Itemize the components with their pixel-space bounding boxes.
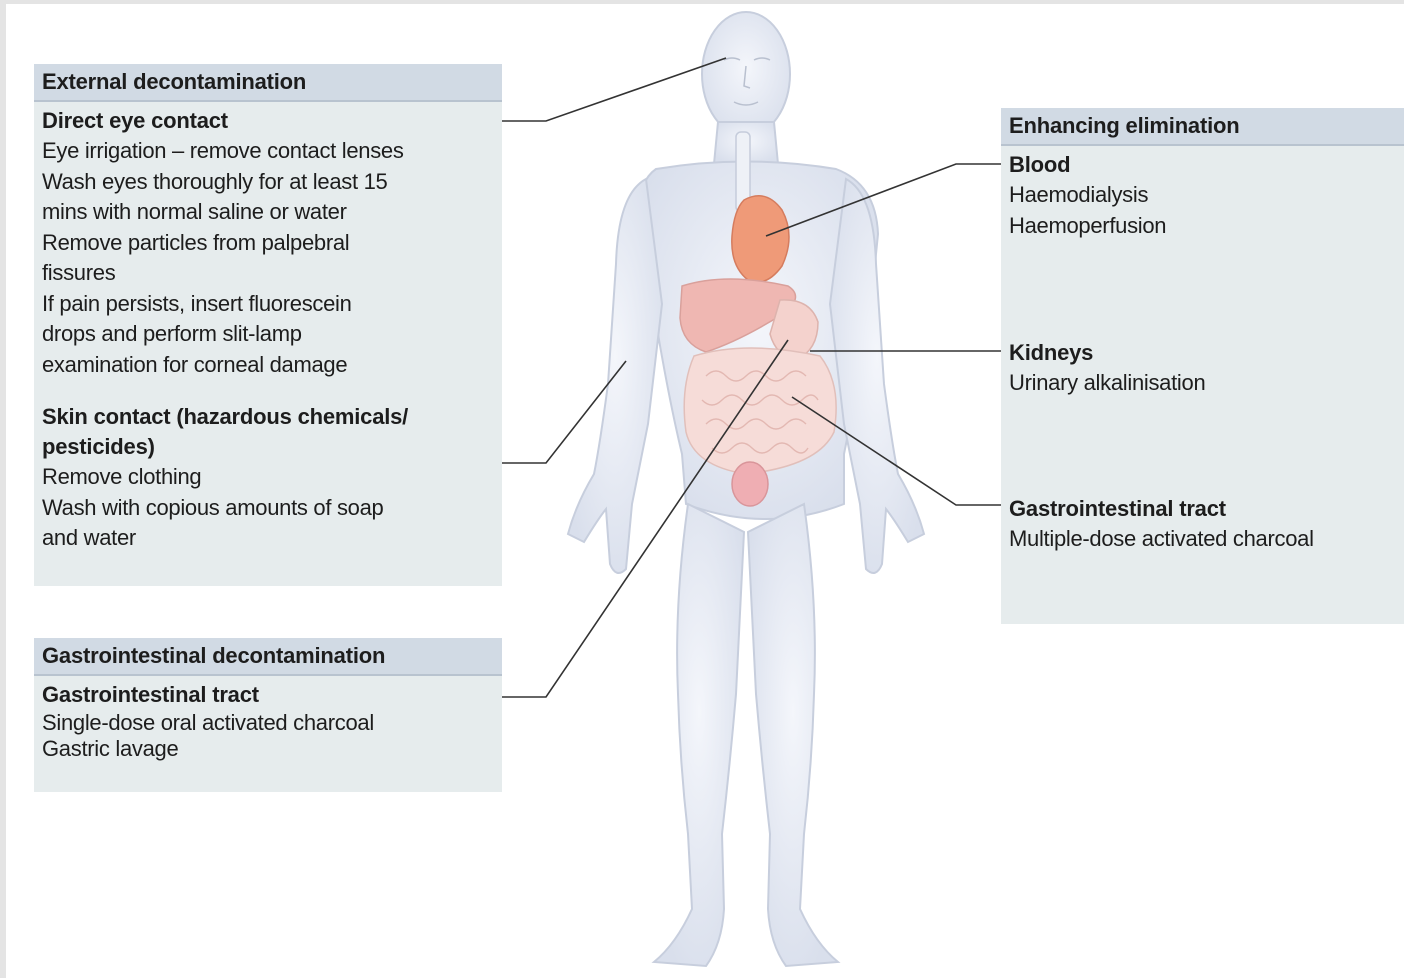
kidneys-section: Kidneys Urinary alkalinisation xyxy=(1001,338,1209,399)
text-line: Remove particles from palpebral xyxy=(42,228,498,259)
gi-elimination-section: Gastrointestinal tract Multiple-dose act… xyxy=(1001,494,1318,555)
enhancing-elimination-panel: Enhancing elimination Blood Haemodialysi… xyxy=(1001,108,1404,624)
text-line: Wash eyes thoroughly for at least 15 xyxy=(42,167,498,198)
text-line: Haemoperfusion xyxy=(1009,211,1400,242)
panel-header: Enhancing elimination xyxy=(1001,108,1404,146)
blood-section: Blood Haemodialysis Haemoperfusion xyxy=(1001,146,1404,241)
text-line: Haemodialysis xyxy=(1009,180,1400,211)
text-line: Remove clothing xyxy=(42,462,498,493)
text-line: Eye irrigation – remove contact lenses xyxy=(42,136,498,167)
heart xyxy=(732,196,789,282)
section-title: pesticides) xyxy=(42,432,498,462)
text-line: examination for corneal damage xyxy=(42,350,498,381)
section-title: Kidneys xyxy=(1009,338,1205,368)
panel-header: External decontamination xyxy=(34,64,502,102)
section-title: Gastrointestinal tract xyxy=(42,680,498,710)
text-line: Wash with copious amounts of soap xyxy=(42,493,498,524)
text-line: Urinary alkalinisation xyxy=(1009,368,1205,399)
section-title: Gastrointestinal tract xyxy=(1009,494,1314,524)
text-line: Multiple-dose activated charcoal xyxy=(1009,524,1314,555)
text-line: and water xyxy=(42,523,498,554)
text-line: Gastric lavage xyxy=(42,736,498,762)
text-line: fissures xyxy=(42,258,498,289)
bladder xyxy=(732,462,768,506)
gi-decontamination-panel: Gastrointestinal decontamination Gastroi… xyxy=(34,638,502,792)
panel-header: Gastrointestinal decontamination xyxy=(34,638,502,676)
section-title: Direct eye contact xyxy=(42,106,498,136)
gi-tract-section: Gastrointestinal tract Single-dose oral … xyxy=(34,676,502,762)
text-line: If pain persists, insert fluorescein xyxy=(42,289,498,320)
eye-contact-section: Direct eye contact Eye irrigation – remo… xyxy=(34,102,502,380)
diagram-canvas: External decontamination Direct eye cont… xyxy=(6,4,1404,978)
skin-contact-section: Skin contact (hazardous chemicals/ pesti… xyxy=(34,380,502,554)
section-title: Blood xyxy=(1009,150,1400,180)
text-line: mins with normal saline or water xyxy=(42,197,498,228)
external-decontamination-panel: External decontamination Direct eye cont… xyxy=(34,64,502,586)
section-title: Skin contact (hazardous chemicals/ xyxy=(42,402,498,432)
text-line: Single-dose oral activated charcoal xyxy=(42,710,498,736)
text-line: drops and perform slit-lamp xyxy=(42,319,498,350)
